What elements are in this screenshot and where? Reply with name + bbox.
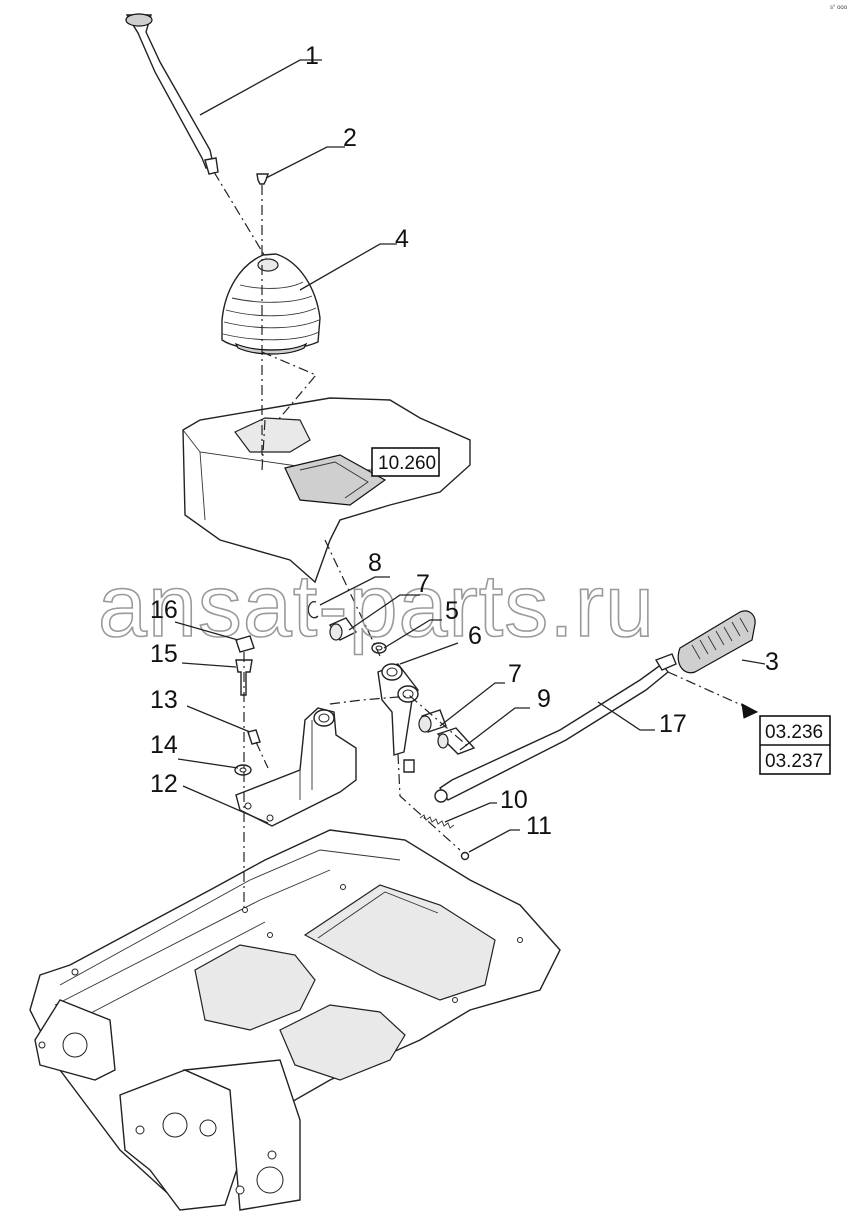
callout-17: 17 <box>659 710 687 738</box>
callout-13: 13 <box>150 686 178 714</box>
part-14-washer <box>234 764 252 776</box>
part-3-handle-grip <box>677 610 756 674</box>
callout-15: 15 <box>150 640 178 668</box>
reference-box-cab: 10.260 <box>371 447 440 477</box>
part-6-selector-arm <box>377 663 419 773</box>
part-9-pivot-pin <box>436 727 476 755</box>
part-8-circlip <box>307 601 319 619</box>
part-13-bolt-small <box>247 729 261 745</box>
part-12-mounting-bracket <box>235 707 357 827</box>
part-10-spring <box>419 814 455 829</box>
callout-5: 5 <box>445 597 459 625</box>
callout-12: 12 <box>150 770 178 798</box>
callout-7-lower: 7 <box>508 660 522 688</box>
assembly-center-lines <box>213 171 749 910</box>
part-7-bush-upper <box>328 617 358 641</box>
callout-11: 11 <box>526 812 552 840</box>
reference-bottom-label: 03.237 <box>765 751 823 772</box>
floor-frame <box>29 829 561 1211</box>
callout-8: 8 <box>368 549 382 577</box>
part-4-gaiter-boot <box>221 253 321 355</box>
reference-top-label: 03.236 <box>765 722 823 743</box>
callout-14: 14 <box>150 731 178 759</box>
callout-labels: 1 2 4 8 7 5 6 16 15 3 7 9 17 13 14 12 10… <box>150 42 779 840</box>
part-11-ball <box>460 851 470 861</box>
leader-lines <box>174 59 766 853</box>
part-16-nut <box>235 635 255 653</box>
corner-mark: s° ooo <box>830 5 848 11</box>
callout-4: 4 <box>395 225 409 253</box>
part-17-gear-rod <box>434 653 677 803</box>
reference-box-stack: 03.236 03.237 <box>759 715 831 775</box>
callout-10: 10 <box>500 786 528 814</box>
callout-3: 3 <box>765 648 779 676</box>
reference-cab-label: 10.260 <box>378 453 436 474</box>
part-2-pin <box>256 173 269 185</box>
part-1-gear-lever <box>125 13 219 175</box>
watermark: ansat-parts.ru <box>98 556 655 655</box>
callout-2: 2 <box>343 124 357 152</box>
callout-6: 6 <box>468 622 482 650</box>
callout-1: 1 <box>305 42 319 70</box>
part-5-washer <box>371 642 387 654</box>
callout-7-upper: 7 <box>416 570 430 598</box>
callout-9: 9 <box>537 685 551 713</box>
part-7-bush-lower <box>418 709 447 733</box>
cab-console-panel <box>182 397 471 584</box>
callout-16: 16 <box>150 596 178 624</box>
